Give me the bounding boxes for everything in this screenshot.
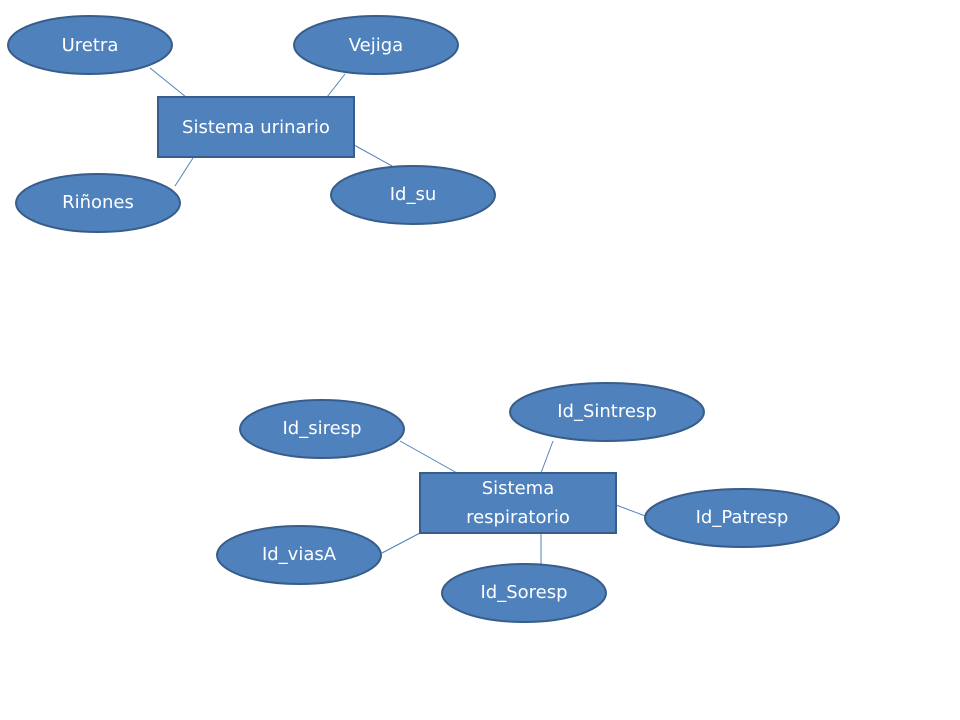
attribute-id-siresp-label: Id_siresp: [283, 418, 362, 439]
attribute-id-sintresp-label: Id_Sintresp: [557, 401, 657, 422]
attribute-id-su-ellipse: [330, 165, 496, 225]
entity-sistema-respiratorio-label-line1: Sistema: [482, 478, 555, 499]
edge-vejiga: [326, 73, 346, 98]
attribute-id-soresp-ellipse: [441, 563, 607, 623]
attribute-id-su-label: Id_su: [390, 184, 437, 205]
attribute-id-patresp-label: Id_Patresp: [696, 507, 789, 528]
entity-sistema-urinario-label: Sistema urinario: [182, 117, 330, 138]
attribute-id-siresp-ellipse: [239, 399, 405, 459]
attribute-id-sintresp-ellipse: [509, 382, 705, 442]
edge-rinones: [174, 157, 194, 187]
attribute-rinones-label: Riñones: [62, 192, 134, 213]
edge-uretra: [149, 67, 187, 98]
respiratory-connectors: [381, 440, 649, 565]
attribute-id-viasa-label: Id_viasA: [262, 544, 337, 565]
attribute-id-sintresp: Id_Sintresp: [509, 382, 705, 442]
attribute-id-soresp: Id_Soresp: [441, 563, 607, 623]
attribute-uretra-label: Uretra: [62, 35, 119, 56]
attribute-id-patresp: Id_Patresp: [644, 488, 840, 548]
urinary-entity-group: Sistema urinario: [157, 96, 355, 158]
attribute-uretra-ellipse: [7, 15, 173, 75]
respiratory-entity-group: Sistema respiratorio: [419, 472, 617, 534]
attribute-vejiga-label: Vejiga: [349, 35, 403, 56]
edge-id-patresp: [615, 504, 649, 518]
attribute-vejiga: Vejiga: [293, 15, 459, 75]
attribute-id-su: Id_su: [330, 165, 496, 225]
entity-sistema-urinario: [157, 96, 355, 158]
attribute-vejiga-ellipse: [293, 15, 459, 75]
edge-id-su: [353, 144, 393, 167]
attribute-rinones: Riñones: [15, 173, 181, 233]
edge-id-viasa: [381, 532, 421, 554]
attribute-id-soresp-label: Id_Soresp: [480, 582, 567, 603]
attribute-id-siresp: Id_siresp: [239, 399, 405, 459]
attribute-uretra: Uretra: [7, 15, 173, 75]
edge-id-siresp: [399, 440, 458, 474]
entity-sistema-respiratorio-label-line2: respiratorio: [466, 507, 570, 528]
attribute-id-viasa-ellipse: [216, 525, 382, 585]
attribute-rinones-ellipse: [15, 173, 181, 233]
urinary-connectors: [149, 67, 393, 187]
attribute-id-patresp-ellipse: [644, 488, 840, 548]
edge-id-sintresp: [540, 440, 554, 474]
entity-sistema-respiratorio: [419, 472, 617, 534]
attribute-id-viasa: Id_viasA: [216, 525, 382, 585]
